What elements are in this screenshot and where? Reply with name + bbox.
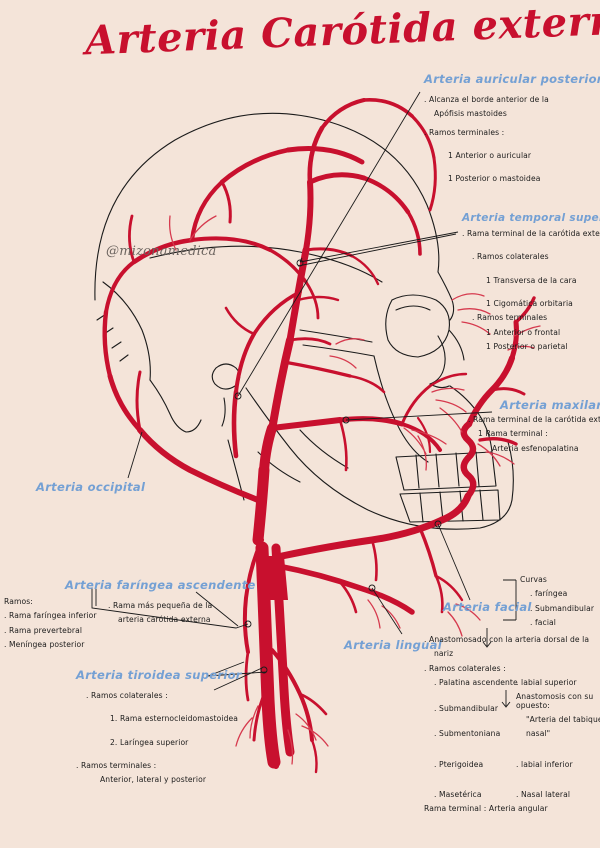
- block-lingual: Arteria lingual: [344, 638, 442, 652]
- heading-auricular-posterior: Arteria auricular posterior: [424, 72, 600, 86]
- text-line: 1 Transversa de la cara: [486, 275, 577, 285]
- block-temporal-superficial: Arteria temporal superficial . Rama term…: [462, 212, 600, 351]
- text-line: . Submandibular: [530, 603, 595, 613]
- heading-maxilar: Arteria maxilar: [500, 398, 600, 412]
- heading-temporal-superficial: Arteria temporal superficial: [462, 212, 600, 224]
- text-line: . Submentoniana: [434, 729, 501, 739]
- text-line: . Rama terminal de la carótida externa: [468, 415, 600, 424]
- text-line: nariz: [434, 649, 454, 659]
- text-line: 1 Posterior o mastoidea: [448, 174, 541, 184]
- block-facial-detail: . Anastomosado con la arteria dorsal de …: [424, 635, 600, 814]
- block-occipital: Arteria occipital: [36, 480, 145, 494]
- text-line: Apófisis mastoides: [434, 109, 507, 119]
- artery-network: [102, 98, 536, 774]
- text-line: . Ramos terminales: [472, 313, 548, 323]
- text-line: . Alcanza el borde anterior de la: [424, 95, 549, 104]
- text-line: "Arteria del tabique: [526, 715, 600, 725]
- text-line: . Rama terminal de la carótida externa: [462, 229, 600, 238]
- block-auricular-posterior: Arteria auricular posterior . Alcanza el…: [424, 72, 600, 184]
- text-line: . facial: [530, 618, 557, 628]
- text-line: . Meníngea posterior: [4, 640, 85, 650]
- text-line: . Submandibular: [434, 704, 499, 714]
- text-line: Arteria esfenopalatina: [492, 443, 579, 453]
- text-line: . Pterigoidea: [434, 759, 484, 769]
- block-faringea-ascendente: Arteria faríngea ascendente: [65, 578, 256, 592]
- text-line: . Nasal lateral: [516, 790, 571, 800]
- text-line: Curvas: [520, 575, 547, 584]
- text-line: Rama terminal : Arteria angular: [424, 804, 548, 814]
- text-line: 1 Rama terminal :: [478, 429, 548, 439]
- leader-lines: [91, 91, 517, 708]
- text-line: opuesto:: [516, 700, 550, 710]
- text-line: . Ramos terminales :: [76, 761, 157, 771]
- text-line: . Ramos terminales :: [424, 127, 505, 137]
- watermark: @mizonamedica: [106, 244, 217, 259]
- fine-artery-branches: [168, 215, 541, 765]
- block-maxilar-lines: . Rama terminal de la carótida externa 1…: [468, 415, 600, 453]
- block-maxilar: Arteria maxilar: [500, 398, 600, 412]
- text-line: . Rama faríngea inferior: [4, 611, 97, 621]
- text-line: . Ramos colaterales :: [86, 691, 168, 700]
- text-line: 1 Anterior o frontal: [486, 327, 561, 337]
- text-line: . Ramos colaterales: [472, 252, 549, 262]
- text-line: nasal": [526, 729, 551, 739]
- block-facial-curves: Curvas . faríngea . Submandibular . faci…: [520, 575, 595, 628]
- text-line: 2. Laríngea superior: [110, 737, 189, 747]
- text-line: 1 Posterior o parietal: [486, 342, 568, 352]
- text-line: . Rama más pequeña de la: [108, 601, 213, 610]
- block-faringea-right: . Rama más pequeña de la arteria carótid…: [108, 601, 213, 625]
- text-line: . Anastomosado con la arteria dorsal de …: [424, 635, 590, 644]
- block-tiroidea-superior: Arteria tiroidea superior . Ramos colate…: [76, 668, 242, 785]
- text-line: . Palatina ascendente: [434, 678, 518, 688]
- text-line: . faríngea: [530, 589, 568, 599]
- text-line: Anastomosis con su: [516, 692, 594, 702]
- text-line: . labial inferior: [516, 759, 573, 769]
- block-facial: Arteria facial: [443, 600, 532, 614]
- heading-tiroidea-superior: Arteria tiroidea superior: [76, 668, 242, 682]
- text-line: . Masetérica: [434, 790, 482, 800]
- text-line: . Ramos colaterales :: [424, 663, 506, 673]
- heading-faringea-ascendente: Arteria faríngea ascendente: [65, 578, 256, 592]
- label-lingual: Arteria lingual: [344, 638, 442, 652]
- block-faringea-left: Ramos: . Rama faríngea inferior . Rama p…: [4, 597, 97, 650]
- text-line: Anterior, lateral y posterior: [100, 775, 207, 785]
- label-occipital: Arteria occipital: [36, 480, 146, 494]
- text-line: 1 Cigomática orbitaria: [486, 299, 573, 309]
- text-line: . Rama prevertebral: [4, 625, 83, 635]
- text-line: 1. Rama esternocleidomastoidea: [110, 714, 239, 724]
- text-line: . labial superior: [516, 678, 577, 688]
- heading-facial: Arteria facial: [443, 600, 532, 614]
- text-line: arteria carótida externa: [118, 615, 211, 625]
- text-line: 1 Anterior o auricular: [448, 151, 532, 161]
- text-line: Ramos:: [4, 597, 33, 606]
